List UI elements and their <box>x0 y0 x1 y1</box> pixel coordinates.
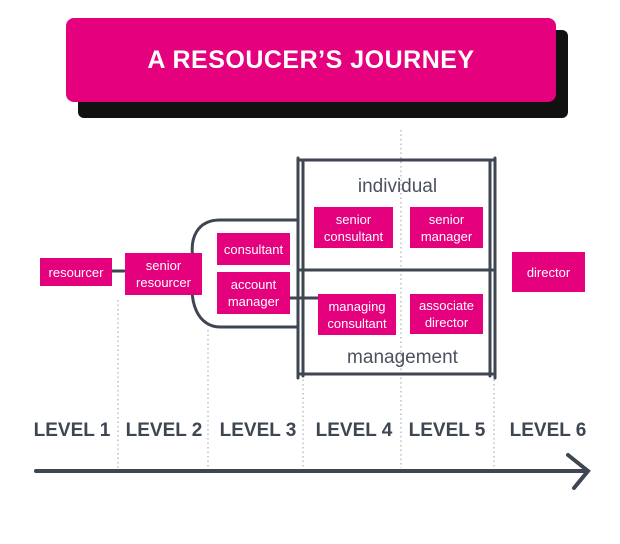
level-label-1: LEVEL 1 <box>33 420 111 441</box>
node-managing-consultant: managing consultant <box>318 294 396 335</box>
node-director: director <box>512 252 585 292</box>
group-label-individual: individual <box>357 176 438 197</box>
node-senior-consultant: senior consultant <box>314 207 393 248</box>
node-resourcer: resourcer <box>40 258 112 286</box>
level-label-4: LEVEL 4 <box>315 420 393 441</box>
level-label-2: LEVEL 2 <box>125 420 203 441</box>
group-label-management: management <box>347 347 458 368</box>
level-label-3: LEVEL 3 <box>219 420 297 441</box>
level-label-5: LEVEL 5 <box>408 420 486 441</box>
level-label-6: LEVEL 6 <box>509 420 587 441</box>
node-account-manager: account manager <box>217 272 290 314</box>
diagram-title: A RESOUCER’S JOURNEY <box>147 45 475 74</box>
title-banner: A RESOUCER’S JOURNEY <box>66 18 556 102</box>
node-senior-resourcer: senior resourcer <box>125 253 202 295</box>
node-associate-director: associate director <box>410 294 483 334</box>
node-senior-manager: senior manager <box>410 207 483 248</box>
node-consultant: consultant <box>217 233 290 265</box>
